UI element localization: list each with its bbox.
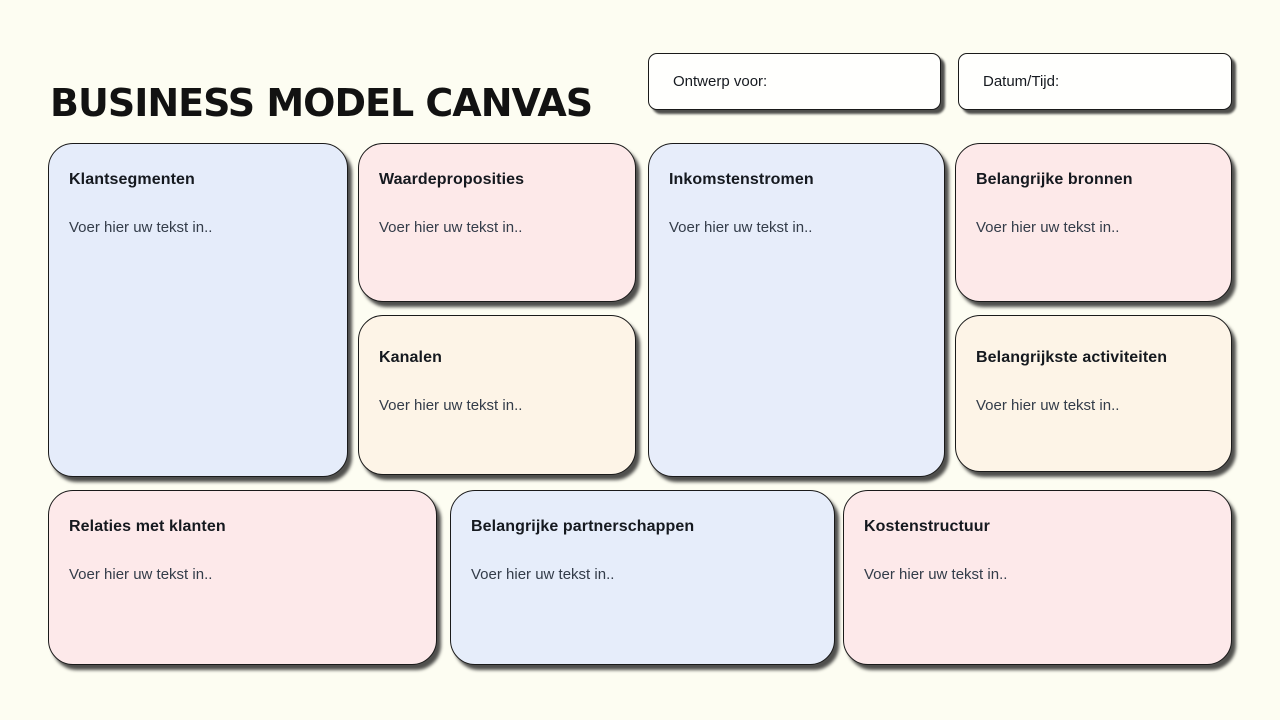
card-belangrijke-partnerschappen[interactable]: Belangrijke partnerschappen Voer hier uw… xyxy=(450,490,835,665)
card-placeholder-text[interactable]: Voer hier uw tekst in.. xyxy=(471,566,615,583)
card-title: Belangrijke partnerschappen xyxy=(471,518,695,535)
card-kanalen[interactable]: Kanalen Voer hier uw tekst in.. xyxy=(358,315,636,475)
card-title: Waardeproposities xyxy=(379,171,525,188)
card-waardeproposities[interactable]: Waardeproposities Voer hier uw tekst in.… xyxy=(358,143,636,302)
card-kostenstructuur[interactable]: Kostenstructuur Voer hier uw tekst in.. xyxy=(843,490,1232,665)
card-placeholder-text[interactable]: Voer hier uw tekst in.. xyxy=(69,219,213,236)
card-title: Klantsegmenten xyxy=(69,171,195,188)
date-time-field[interactable]: Datum/Tijd: xyxy=(958,53,1232,110)
date-time-label: Datum/Tijd: xyxy=(983,73,1060,90)
card-belangrijke-bronnen[interactable]: Belangrijke bronnen Voer hier uw tekst i… xyxy=(955,143,1232,302)
card-title: Kostenstructuur xyxy=(864,518,990,535)
card-title: Kanalen xyxy=(379,349,442,366)
card-title: Relaties met klanten xyxy=(69,518,226,535)
card-relaties-met-klanten[interactable]: Relaties met klanten Voer hier uw tekst … xyxy=(48,490,437,665)
card-placeholder-text[interactable]: Voer hier uw tekst in.. xyxy=(379,219,523,236)
card-belangrijkste-activiteiten[interactable]: Belangrijkste activiteiten Voer hier uw … xyxy=(955,315,1232,472)
card-placeholder-text[interactable]: Voer hier uw tekst in.. xyxy=(669,219,813,236)
page-title: BUSINESS MODEL CANVAS xyxy=(50,81,593,126)
card-placeholder-text[interactable]: Voer hier uw tekst in.. xyxy=(976,397,1120,414)
design-for-label: Ontwerp voor: xyxy=(673,73,768,90)
card-title: Belangrijke bronnen xyxy=(976,171,1133,188)
design-for-field[interactable]: Ontwerp voor: xyxy=(648,53,941,110)
card-title: Inkomstenstromen xyxy=(669,171,814,188)
card-placeholder-text[interactable]: Voer hier uw tekst in.. xyxy=(976,219,1120,236)
card-inkomstenstromen[interactable]: Inkomstenstromen Voer hier uw tekst in.. xyxy=(648,143,945,477)
card-placeholder-text[interactable]: Voer hier uw tekst in.. xyxy=(69,566,213,583)
card-placeholder-text[interactable]: Voer hier uw tekst in.. xyxy=(379,397,523,414)
card-klantsegmenten[interactable]: Klantsegmenten Voer hier uw tekst in.. xyxy=(48,143,348,477)
card-title: Belangrijkste activiteiten xyxy=(976,349,1168,366)
card-placeholder-text[interactable]: Voer hier uw tekst in.. xyxy=(864,566,1008,583)
